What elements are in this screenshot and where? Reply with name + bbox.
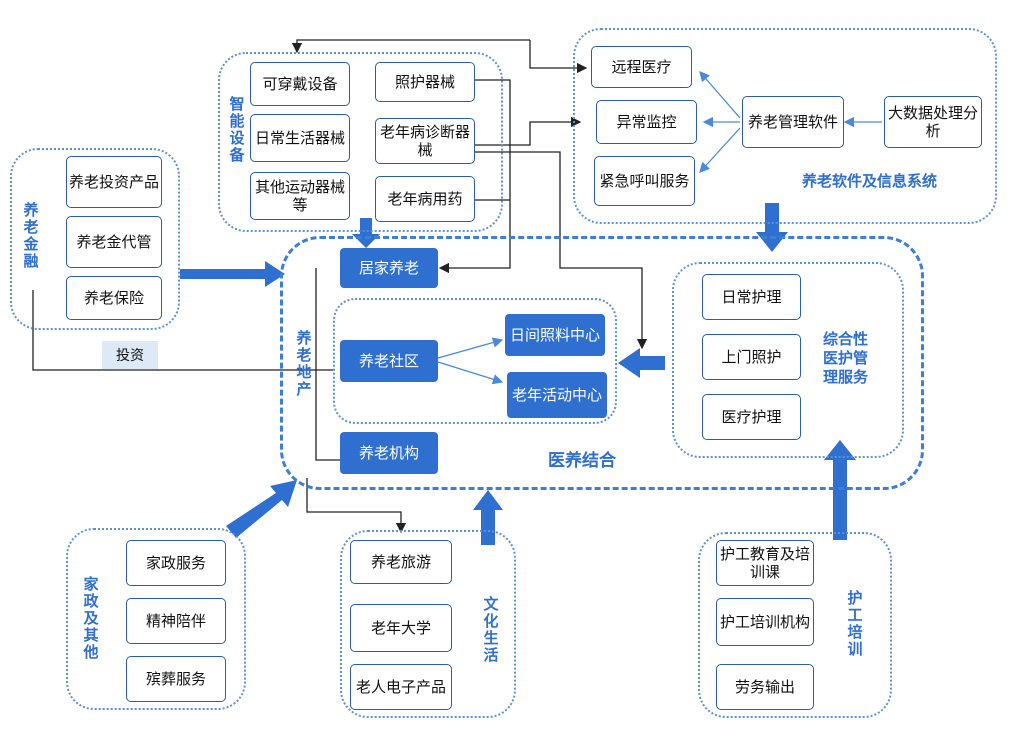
realestate-activity-center: 老年活动中心 (507, 372, 607, 418)
investment-tag: 投资 (102, 341, 158, 369)
training-education: 护工教育及培训课 (716, 540, 814, 586)
medical-integration-region (280, 236, 924, 490)
culture-group (340, 530, 516, 718)
care-home-visit: 上门照护 (702, 334, 801, 380)
device-wearable: 可穿戴设备 (250, 62, 350, 106)
finance-group (10, 148, 180, 330)
culture-university: 老年大学 (350, 604, 452, 652)
device-medicine: 老年病用药 (375, 176, 475, 222)
realestate-community: 养老社区 (340, 340, 438, 382)
software-telemedicine: 远程医疗 (591, 46, 692, 88)
care-label: 综合性医护管理服务 (823, 330, 869, 386)
culture-travel: 养老旅游 (350, 540, 452, 584)
household-label: 家政及其他 (83, 575, 99, 661)
medical-integration-label: 医养结合 (548, 451, 616, 471)
care-medical: 医疗护理 (702, 394, 801, 440)
finance-item-pension-custody: 养老金代管 (66, 216, 162, 268)
culture-label: 文化生活 (483, 595, 499, 664)
household-group (66, 528, 246, 710)
community-subgroup (333, 298, 617, 424)
device-nursing: 照护器械 (375, 62, 475, 102)
software-monitoring: 异常监控 (596, 100, 697, 144)
household-companionship: 精神陪伴 (126, 598, 226, 644)
training-institution: 护工培训机构 (716, 598, 814, 646)
culture-electronics: 老人电子产品 (350, 664, 452, 710)
training-group (698, 532, 892, 718)
realestate-home: 居家养老 (340, 248, 438, 288)
finance-item-investment: 养老投资产品 (66, 156, 162, 208)
training-label: 护工培训 (847, 589, 863, 658)
software-label: 养老软件及信息系统 (802, 172, 938, 190)
device-diagnosis: 老年病诊断器械 (375, 118, 475, 164)
software-emergency-call: 紧急呼叫服务 (594, 156, 695, 206)
care-daily: 日常护理 (702, 274, 801, 320)
device-exercise: 其他运动器械等 (250, 172, 350, 220)
care-group (672, 262, 904, 458)
devices-group (218, 52, 503, 232)
device-daily-living: 日常生活器械 (250, 114, 350, 162)
household-housekeeping: 家政服务 (126, 540, 226, 586)
realestate-institution: 养老机构 (340, 432, 438, 474)
training-labor-export: 劳务输出 (716, 664, 814, 710)
software-bigdata: 大数据处理分析 (884, 96, 982, 148)
finance-item-insurance: 养老保险 (66, 276, 162, 320)
realestate-day-care: 日间照料中心 (505, 314, 605, 356)
software-group (573, 28, 997, 224)
devices-label: 智能设备 (229, 95, 245, 164)
household-funeral: 殡葬服务 (126, 656, 226, 702)
realestate-label: 养老地产 (296, 329, 312, 398)
finance-label: 养老金融 (23, 201, 39, 270)
software-management: 养老管理软件 (742, 96, 844, 148)
